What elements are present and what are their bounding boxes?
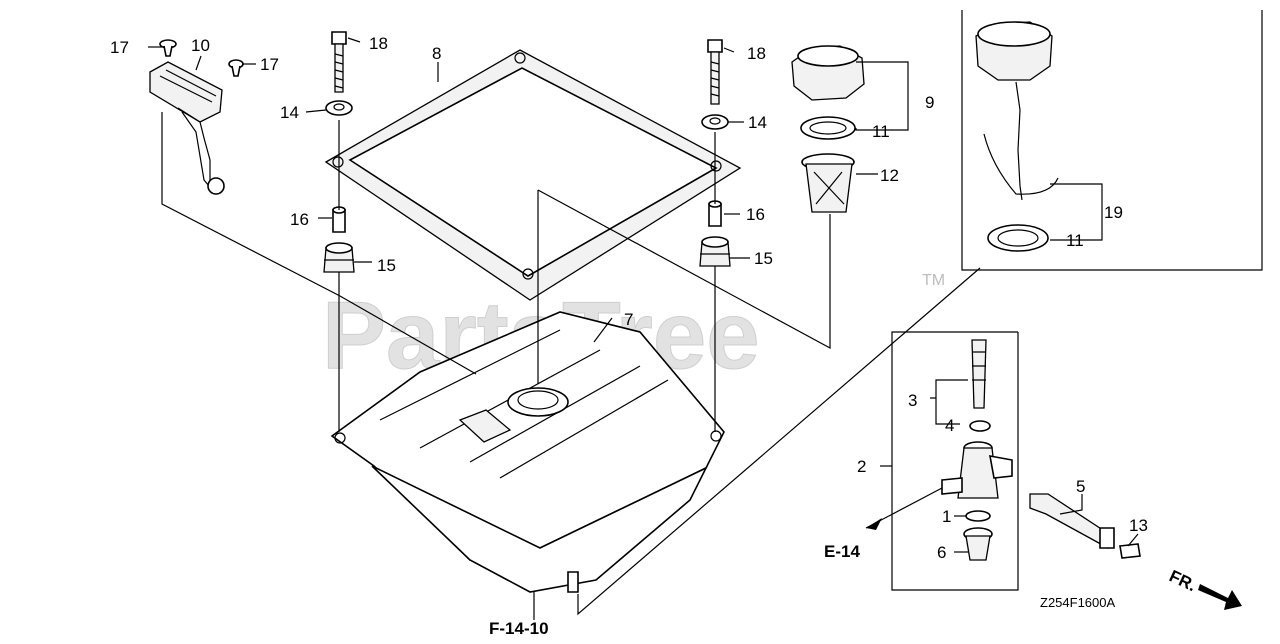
- fuel-gauge[interactable]: [149, 61, 225, 195]
- callout-17b[interactable]: 17: [260, 55, 279, 74]
- callout-9[interactable]: 9: [925, 93, 934, 112]
- filler-cap[interactable]: [791, 45, 865, 101]
- callout-19[interactable]: 19: [1104, 203, 1123, 222]
- fuel-valve-body[interactable]: [941, 441, 1013, 499]
- washer-14-left[interactable]: [325, 100, 353, 116]
- callout-8[interactable]: 8: [432, 44, 441, 63]
- valve-screw-13[interactable]: [1119, 543, 1141, 559]
- filler-cap-with-chain[interactable]: [975, 21, 1059, 201]
- callout-12[interactable]: 12: [880, 166, 899, 185]
- grommet-15-right[interactable]: [699, 236, 731, 267]
- callout-3[interactable]: 3: [908, 391, 917, 410]
- watermark-trademark: TM: [922, 272, 945, 289]
- valve-filter-3[interactable]: [971, 339, 987, 409]
- tank-protector[interactable]: [324, 49, 742, 301]
- callout-10[interactable]: 10: [191, 36, 210, 55]
- callout-4[interactable]: 4: [945, 416, 954, 435]
- diagram-code: Z254F1600A: [1040, 595, 1115, 610]
- valve-oring-4[interactable]: [969, 420, 991, 432]
- leader-lines: [148, 37, 1139, 620]
- callout-2[interactable]: 2: [857, 457, 866, 476]
- fr-arrow-icon: [1198, 584, 1242, 610]
- callout-15b[interactable]: 15: [754, 249, 773, 268]
- callout-14b[interactable]: 14: [748, 113, 767, 132]
- bolt-18-left[interactable]: [331, 31, 347, 93]
- callout-6[interactable]: 6: [937, 543, 946, 562]
- screw-17-left[interactable]: [159, 39, 177, 57]
- callout-15a[interactable]: 15: [377, 256, 396, 275]
- collar-16-right[interactable]: [708, 200, 722, 227]
- callout-14a[interactable]: 14: [280, 103, 299, 122]
- callout-18b[interactable]: 18: [747, 44, 766, 63]
- valve-cup-6[interactable]: [963, 527, 993, 561]
- callout-18a[interactable]: 18: [369, 34, 388, 53]
- inset-frame: [961, 10, 1263, 271]
- callout-13[interactable]: 13: [1129, 516, 1148, 535]
- callout-11a[interactable]: 11: [872, 122, 890, 141]
- callout-16b[interactable]: 16: [746, 205, 765, 224]
- fr-label: FR.: [1166, 566, 1199, 595]
- collar-16-left[interactable]: [332, 206, 346, 233]
- fuel-tank[interactable]: [330, 311, 725, 593]
- bolt-18-right[interactable]: [707, 39, 723, 105]
- callout-5[interactable]: 5: [1076, 477, 1085, 496]
- ref-e14[interactable]: E-14: [824, 542, 860, 561]
- washer-14-right[interactable]: [701, 114, 729, 130]
- grommet-15-left[interactable]: [323, 242, 355, 273]
- valve-group-frame: [891, 331, 1019, 591]
- screw-17-right[interactable]: [228, 59, 244, 77]
- callout-11b[interactable]: 11: [1066, 231, 1084, 250]
- callout-17a[interactable]: 17: [110, 38, 129, 57]
- cap-gasket-11[interactable]: [800, 116, 856, 140]
- fuel-strainer[interactable]: [801, 153, 855, 213]
- cap-gasket-11-inset[interactable]: [987, 224, 1049, 252]
- valve-oring-1[interactable]: [965, 510, 991, 522]
- callout-1[interactable]: 1: [942, 507, 951, 526]
- callout-7[interactable]: 7: [624, 310, 633, 329]
- valve-lever-5[interactable]: [1029, 493, 1115, 549]
- ref-f14-10[interactable]: F-14-10: [489, 619, 549, 638]
- callout-16a[interactable]: 16: [290, 210, 309, 229]
